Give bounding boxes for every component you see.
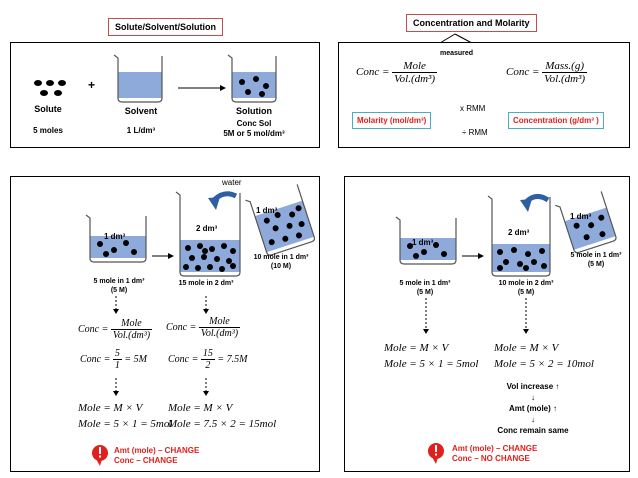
br-caption-3: 5 mole in 1 dm³ bbox=[570, 252, 622, 259]
bl-caption-1b: (5 M) bbox=[110, 287, 128, 294]
bl-mole-eq-2: Mole = M × V bbox=[168, 402, 233, 414]
br-mole-calc-2: Mole = 5 × 2 = 10mol bbox=[494, 358, 594, 370]
br-caption-2b: (5 M) bbox=[517, 289, 535, 296]
bl-beaker-1 bbox=[85, 214, 147, 263]
solution-beaker-icon bbox=[227, 54, 277, 103]
title-concentration-molarity: Concentration and Molarity bbox=[406, 14, 537, 32]
br-mole-eq-1: Mole = M × V bbox=[384, 342, 449, 354]
br-note-2: Conc – NO CHANGE bbox=[452, 454, 530, 463]
bl-note-2: Conc – CHANGE bbox=[114, 456, 178, 465]
solution-line1: Conc Sol bbox=[236, 119, 272, 128]
bl-note-1: Amt (mole) – CHANGE bbox=[114, 446, 200, 455]
bl-water-label: water bbox=[222, 178, 242, 187]
bl-mole-calc-1: Mole = 5 × 1 = 5mol bbox=[78, 418, 173, 430]
solution-label: Solution bbox=[236, 106, 272, 116]
title-solute-solvent: Solute/Solvent/Solution bbox=[108, 18, 223, 36]
br-dm3-2: 2 dm³ bbox=[508, 228, 530, 237]
br-pour-arrow-icon bbox=[520, 194, 550, 212]
bl-dm3-1: 1 dm³ bbox=[104, 232, 126, 241]
br-note-1: Amt (mole) – CHANGE bbox=[452, 444, 538, 453]
solvent-beaker-icon bbox=[113, 54, 163, 103]
times-rmm-label: x RMM bbox=[460, 104, 486, 113]
concentration-pill: Concentration (g/dm³ ) bbox=[508, 112, 604, 129]
br-conc-same: Conc remain same bbox=[497, 426, 569, 435]
br-dm3-1: 1 dm³ bbox=[412, 238, 434, 247]
br-caption-1b: (5 M) bbox=[416, 289, 434, 296]
bl-beaker-2 bbox=[175, 191, 241, 277]
br-caption-2: 10 mole in 2 dm³ bbox=[498, 280, 554, 287]
br-vol-increase: Vol increase ↑ bbox=[506, 382, 560, 391]
bl-tilted-beaker bbox=[245, 184, 316, 256]
bl-caption-2: 15 mole in 2 dm³ bbox=[178, 280, 234, 287]
br-amt-mole: Amt (mole) ↑ bbox=[509, 404, 557, 413]
br-caption-3b: (5 M) bbox=[587, 261, 605, 268]
formula-conc-mass: Conc = Mass.(g)Vol.(dm³) bbox=[506, 60, 588, 85]
plus-sign: + bbox=[88, 78, 96, 92]
solute-label: Solute bbox=[34, 104, 62, 114]
bl-mole-eq-1: Mole = M × V bbox=[78, 402, 143, 414]
solute-dots bbox=[34, 80, 66, 96]
bl-caption-1: 5 mole in 1 dm³ bbox=[93, 278, 145, 285]
div-rmm-label: ÷ RMM bbox=[462, 128, 488, 137]
panel-top-right bbox=[338, 42, 630, 148]
bl-warning-icon bbox=[92, 445, 108, 466]
solute-amount: 5 moles bbox=[33, 126, 63, 135]
br-mole-eq-2: Mole = M × V bbox=[494, 342, 559, 354]
br-caption-1: 5 mole in 1 dm³ bbox=[399, 280, 451, 287]
br-beaker-2 bbox=[487, 195, 551, 277]
solvent-amount: 1 L/dm³ bbox=[126, 126, 156, 135]
measured-label: measured bbox=[440, 50, 474, 57]
solution-line2: 5M or 5 mol/dm³ bbox=[223, 129, 285, 138]
molarity-pill: Molarity (mol/dm³) bbox=[352, 112, 432, 129]
solvent-label: Solvent bbox=[124, 106, 158, 116]
bl-mole-calc-2: Mole = 7.5 × 2 = 15mol bbox=[168, 418, 277, 430]
bl-dm3-2: 2 dm³ bbox=[196, 224, 218, 233]
br-beaker-1 bbox=[395, 216, 457, 265]
br-dm3-3: 1 dm³ bbox=[570, 212, 592, 221]
bl-caption-3b: (10 M) bbox=[270, 263, 292, 270]
bl-caption-3: 10 mole in 1 dm³ bbox=[253, 254, 309, 261]
br-mole-calc-1: Mole = 5 × 1 = 5mol bbox=[384, 358, 479, 370]
bl-dm3-3: 1 dm³ bbox=[256, 206, 278, 215]
br-warning-icon bbox=[428, 443, 444, 464]
br-tilted-beaker bbox=[555, 191, 617, 254]
bl-pour-arrow-icon bbox=[208, 191, 238, 210]
